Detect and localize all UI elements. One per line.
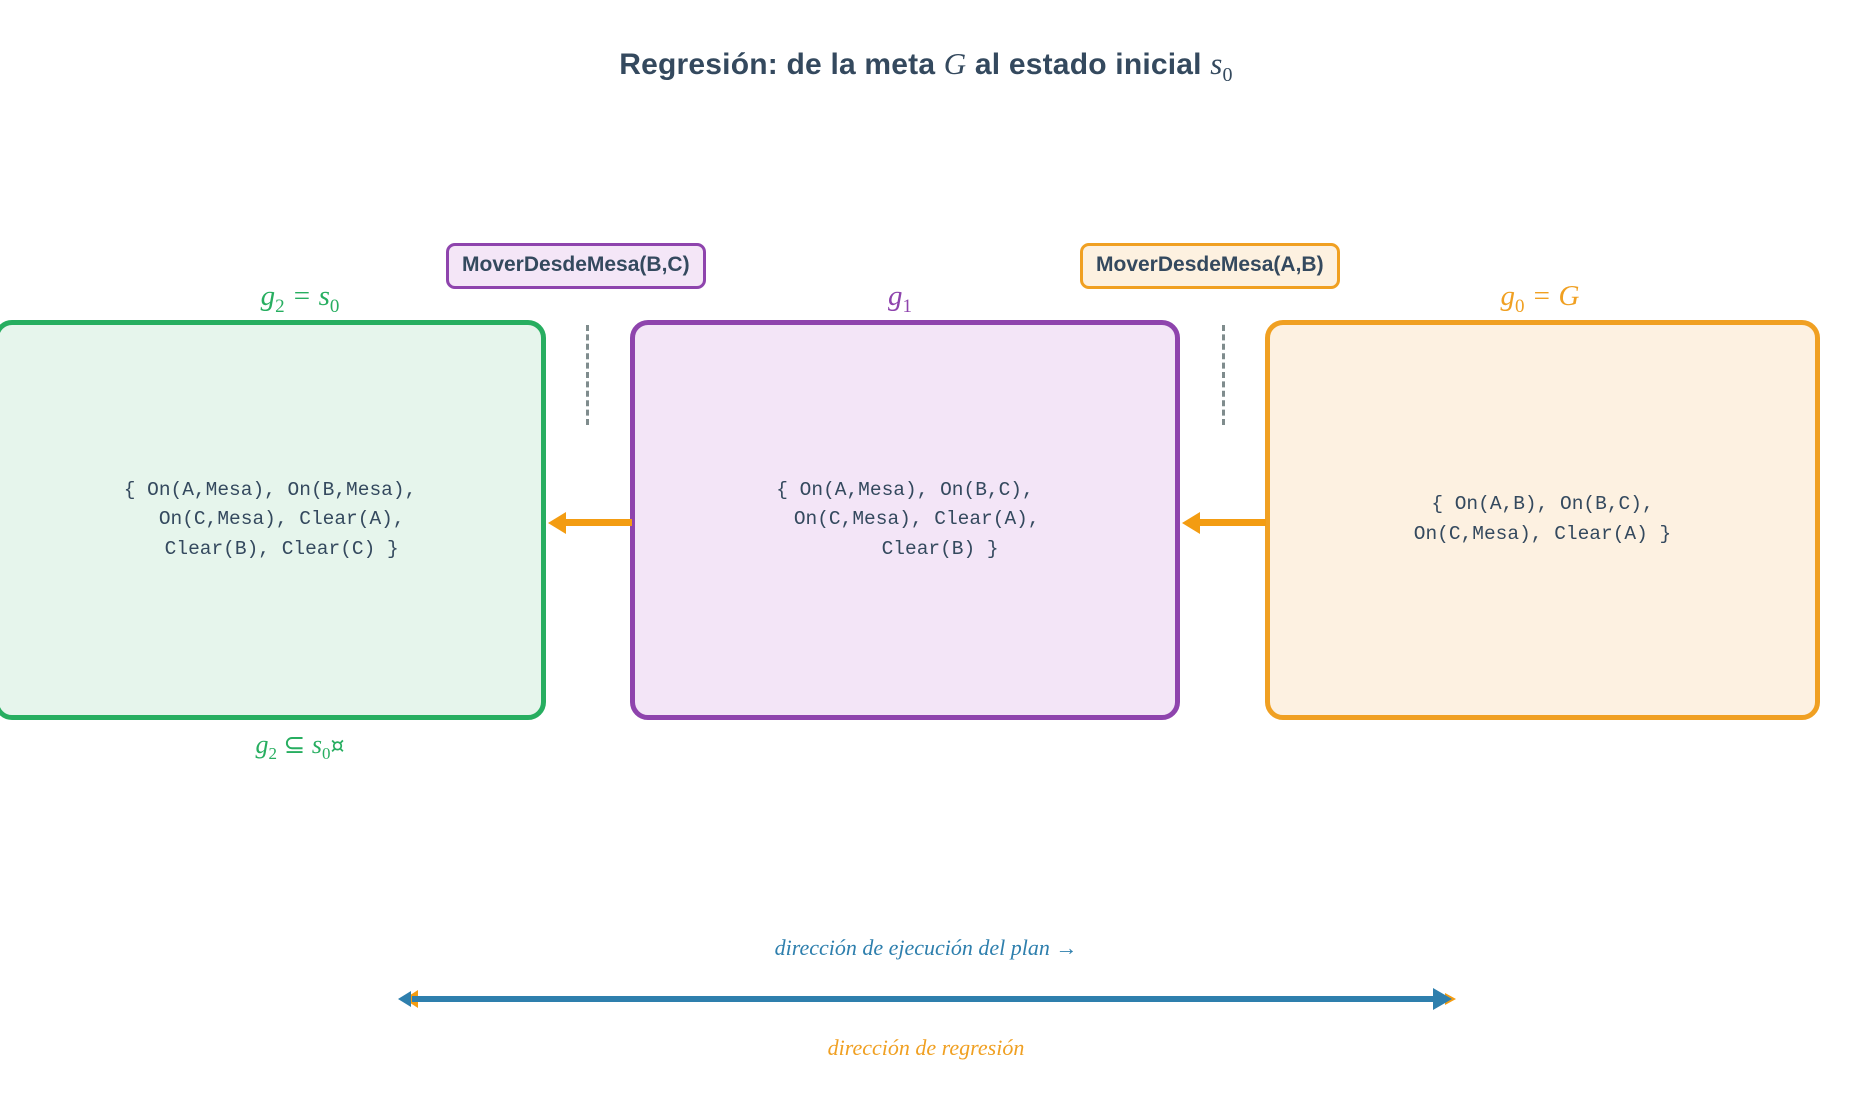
box-label-g1: g1 [888, 280, 912, 317]
dashed-separator-left [586, 325, 589, 425]
state-box-g2-content: { On(A,Mesa), On(B,Mesa), On(C,Mesa), Cl… [123, 478, 417, 560]
state-box-g0: { On(A,B), On(B,C), On(C,Mesa), Clear(A)… [1265, 320, 1820, 720]
title-goal-symbol: G [943, 46, 967, 81]
arrow-shaft [562, 519, 632, 526]
regression-direction-label: dirección de regresión [827, 1035, 1025, 1060]
box-label-g0: g0 = G [1500, 280, 1580, 317]
title-prefix: Regresión: de la meta [619, 48, 944, 81]
action-label-mover-desde-mesa-a-b[interactable]: MoverDesdeMesa(A,B) [1080, 243, 1340, 289]
plan-direction-label: dirección de ejecución del plan → [774, 935, 1078, 960]
missing-glyph-icon: ¤ [330, 734, 345, 759]
subset-check-note: g2 ⊆ s0¤ [255, 730, 345, 764]
state-box-g1: { On(A,Mesa), On(B,C), On(C,Mesa), Clear… [630, 320, 1180, 720]
direction-axis-double-arrow-icon [398, 985, 1458, 1013]
arrow-head-left-icon [1182, 512, 1200, 534]
dashed-separator-right [1222, 325, 1225, 425]
title-state-symbol: s0 [1210, 46, 1233, 87]
axis-shaft [412, 996, 1444, 1002]
action-label-mover-desde-mesa-b-c[interactable]: MoverDesdeMesa(B,C) [446, 243, 706, 289]
axis-blue-head-right-icon [1433, 988, 1452, 1010]
axis-blue-head-left-icon [398, 991, 411, 1007]
arrow-shaft [1196, 519, 1266, 526]
state-box-g2: { On(A,Mesa), On(B,Mesa), On(C,Mesa), Cl… [0, 320, 546, 720]
regression-arrow-g0-to-g1-icon [1182, 512, 1266, 534]
state-box-g1-content: { On(A,Mesa), On(B,C), On(C,Mesa), Clear… [776, 478, 1040, 560]
regression-arrow-g1-to-g2-icon [548, 512, 632, 534]
state-box-g0-content: { On(A,B), On(B,C), On(C,Mesa), Clear(A)… [1413, 493, 1672, 545]
box-label-g2: g2 = s0 [260, 280, 340, 317]
title-middle: al estado inicial [966, 48, 1211, 81]
page-title: Regresión: de la meta G al estado inicia… [0, 46, 1852, 87]
arrow-head-left-icon [548, 512, 566, 534]
